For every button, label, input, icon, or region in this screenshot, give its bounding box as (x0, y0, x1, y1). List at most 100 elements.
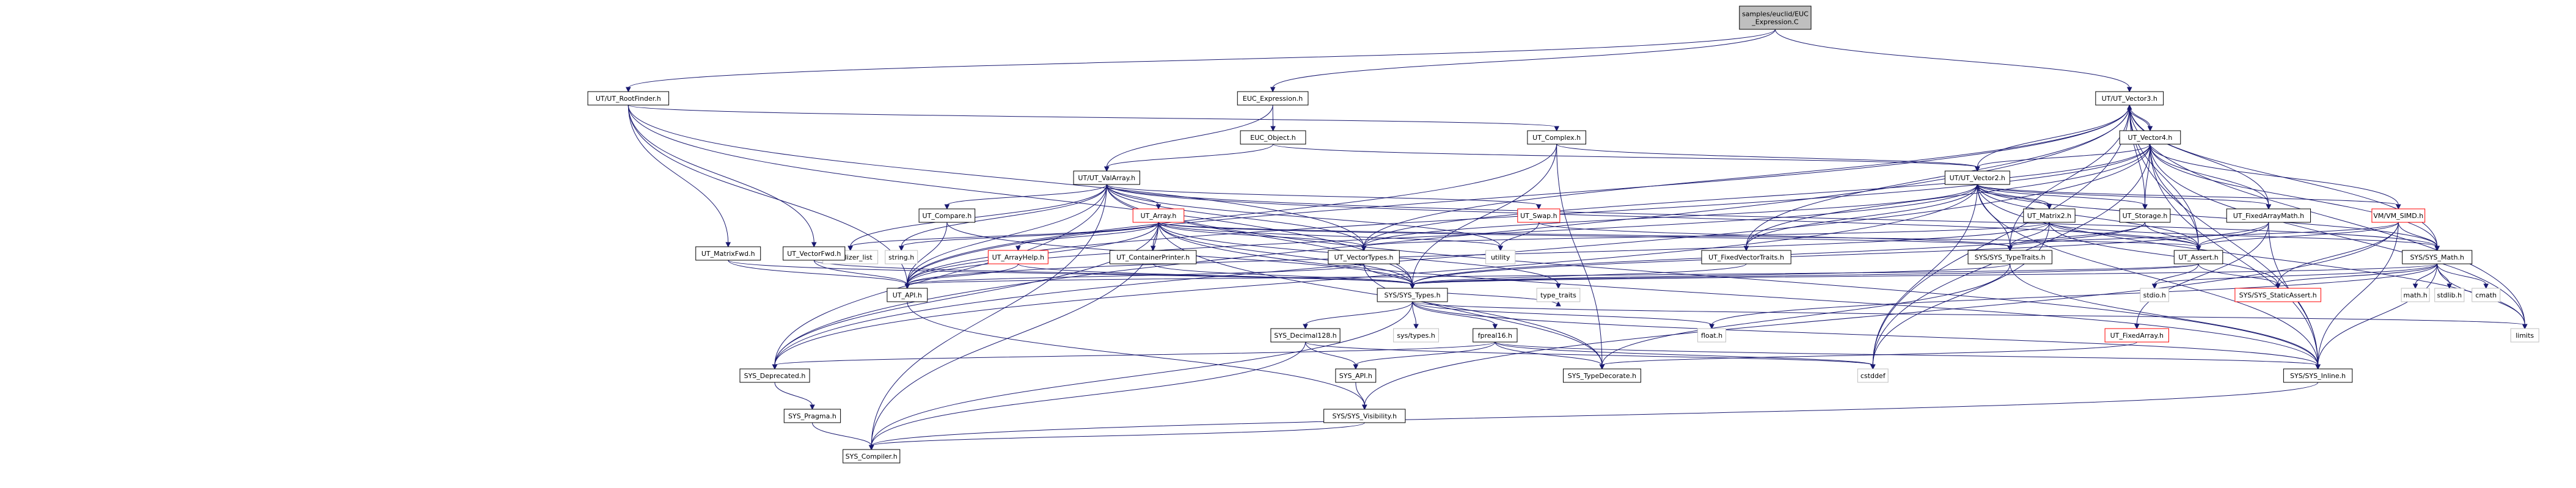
node-typedecorate[interactable]: SYS_TypeDecorate.h (1563, 368, 1641, 383)
node-typetraits[interactable]: SYS/SYS_TypeTraits.h (1967, 250, 2052, 264)
edge-fpreal16-to-deprecated (772, 341, 1496, 370)
node-compiler[interactable]: SYS_Compiler.h (843, 449, 901, 464)
node-stdlib: stdlib.h (2434, 288, 2465, 302)
node-vectortypes[interactable]: UT_VectorTypes.h (1328, 250, 1400, 264)
node-label-sysapi: SYS_API.h (1339, 372, 1372, 380)
edge-fixedarraymath-to-fixedarray (2134, 222, 2269, 330)
edge-eucexpr-to-eucobj (1270, 104, 1276, 132)
node-label-assert: UT_Assert.h (2178, 253, 2218, 261)
node-label-deprecated: SYS_Deprecated.h (744, 372, 806, 380)
node-fixedarraymath[interactable]: UT_FixedArrayMath.h (2226, 208, 2311, 223)
node-label-stdio: stdio.h (2143, 291, 2166, 299)
node-vec3[interactable]: UT/UT_Vector3.h (2095, 91, 2164, 106)
edge-fpreal16-to-sysinline (1495, 341, 2321, 370)
edge-vec2-to-fixedvectortraits (1743, 184, 1978, 252)
node-mathh: math.h (2401, 288, 2430, 302)
node-cmath: cmath (2472, 288, 2501, 302)
node-visibility[interactable]: SYS/SYS_Visibility.h (1323, 409, 1406, 423)
node-matrixfwd[interactable]: UT_MatrixFwd.h (695, 246, 761, 261)
node-decimal128[interactable]: SYS_Decimal128.h (1270, 328, 1341, 343)
node-label-systypes: SYS/SYS_Types.h (1385, 291, 1441, 299)
node-label-vec4: UT_Vector4.h (2128, 134, 2173, 142)
edge-vec3-to-fixedvectortraits (1743, 104, 2130, 252)
edge-vectorfwd-to-utapi (813, 260, 910, 290)
node-label-root-0: samples/euclid/EUC (1742, 10, 1809, 18)
edge-deprecated-to-pragma (774, 382, 815, 410)
node-array[interactable]: UT_Array.h (1132, 208, 1185, 223)
edge-vmsimd-to-sysmath (2398, 222, 2440, 252)
node-containerprinter[interactable]: UT_ContainerPrinter.h (1109, 250, 1197, 264)
node-label-cstddef: cstddef (1861, 372, 1886, 380)
node-systypesh: sys/types.h (1393, 328, 1440, 343)
edge-matrixfwd-to-utapi (728, 260, 910, 290)
node-vectorfwd[interactable]: UT_VectorFwd.h (783, 246, 846, 261)
edge-vec4-to-vmsimd (2150, 144, 2401, 210)
node-eucobj[interactable]: EUC_Object.h (1240, 130, 1306, 145)
edge-rootfinder-to-vectorfwd (628, 104, 817, 248)
node-label-valarray: UT/UT_ValArray.h (1078, 174, 1135, 182)
node-utapi[interactable]: UT_API.h (887, 288, 928, 302)
edge-vec3-to-vec2 (1974, 104, 2130, 172)
edge-vec3-to-utapi (904, 104, 2130, 290)
edge-vmsimd-to-sysinline (2315, 222, 2399, 370)
node-staticassert[interactable]: SYS/SYS_StaticAssert.h (2234, 288, 2321, 302)
edge-eucobj-to-valarray (1103, 144, 1274, 172)
node-complex[interactable]: UT_Complex.h (1527, 130, 1586, 145)
node-deprecated[interactable]: SYS_Deprecated.h (739, 368, 810, 383)
edge-vmsimd-to-assert (2195, 222, 2399, 252)
node-vec4[interactable]: UT_Vector4.h (2119, 130, 2181, 145)
node-label-staticassert: SYS/SYS_StaticAssert.h (2239, 291, 2317, 299)
node-label-fixedarraymath: UT_FixedArrayMath.h (2233, 212, 2304, 220)
node-matrix2[interactable]: UT_Matrix2.h (2023, 208, 2076, 223)
node-swap[interactable]: UT_Swap.h (1517, 208, 1561, 223)
node-fpreal16[interactable]: fpreal16.h (1473, 328, 1518, 343)
edge-sysmath-to-mathh (2412, 263, 2438, 290)
edge-systypes-to-systypesh (1412, 301, 1419, 330)
node-label-typedecorate: SYS_TypeDecorate.h (1568, 372, 1636, 380)
node-label-array: UT_Array.h (1141, 212, 1177, 220)
edge-vec3-to-cstddef (1870, 104, 2130, 370)
node-label-compiler: SYS_Compiler.h (846, 453, 898, 461)
node-vmsimd[interactable]: VM/VM_SIMD.h (2371, 208, 2426, 223)
edge-decimal128-to-cstddef (1305, 341, 1876, 370)
edge-vec3-to-sysmath (2129, 104, 2440, 252)
node-root: samples/euclid/EUC_Expression.C (1739, 5, 1812, 30)
edge-valarray-to-compare (944, 184, 1107, 210)
edge-assert-to-staticassert (2198, 263, 2281, 290)
edge-fpreal16-to-sysapi (1353, 341, 1496, 370)
node-label-arrayhelp: UT_ArrayHelp.h (992, 253, 1044, 261)
edge-root-to-vec3 (1774, 29, 2132, 93)
node-label-type_traits: type_traits (1540, 291, 1576, 299)
edge-matrix2-to-cstddef (1870, 222, 2050, 370)
edge-systypes-to-decimal128 (1303, 301, 1413, 330)
node-label-storage: UT_Storage.h (2123, 212, 2168, 220)
node-assert[interactable]: UT_Assert.h (2173, 250, 2223, 264)
edge-vectorfwd-to-systypes (813, 260, 1415, 290)
node-label-fixedarray: UT_FixedArray.h (2110, 332, 2164, 340)
node-fixedarray[interactable]: UT_FixedArray.h (2104, 328, 2169, 343)
node-compare[interactable]: UT_Compare.h (918, 208, 976, 223)
edge-sysmath-to-stdlib (2437, 263, 2453, 290)
node-float: float.h (1697, 328, 1727, 343)
node-sysinline[interactable]: SYS/SYS_Inline.h (2283, 368, 2353, 383)
node-systypes[interactable]: SYS/SYS_Types.h (1377, 288, 1448, 302)
edge-vec4-to-vec3 (2126, 104, 2151, 131)
node-rootfinder[interactable]: UT/UT_RootFinder.h (587, 91, 670, 106)
node-label-utapi: UT_API.h (893, 291, 922, 299)
node-storage[interactable]: UT_Storage.h (2119, 208, 2171, 223)
edges-layer (625, 29, 2528, 451)
node-label-vectorfwd: UT_VectorFwd.h (787, 250, 841, 258)
node-sysmath[interactable]: SYS/SYS_Math.h (2402, 250, 2473, 264)
edge-fpreal16-to-typedecorate (1495, 341, 1605, 370)
node-fixedvectortraits[interactable]: UT_FixedVectorTraits.h (1701, 250, 1791, 264)
node-valarray[interactable]: UT/UT_ValArray.h (1073, 170, 1140, 185)
node-label-vec2: UT/UT_Vector2.h (1950, 174, 2005, 182)
node-eucexpr[interactable]: EUC_Expression.h (1237, 91, 1309, 106)
node-sysapi[interactable]: SYS_API.h (1335, 368, 1377, 383)
edge-vec2-to-fixedarraymath (1977, 184, 2272, 210)
node-arrayhelp[interactable]: UT_ArrayHelp.h (987, 250, 1048, 264)
edge-vec2-to-storage (1977, 184, 2148, 210)
node-vec2[interactable]: UT/UT_Vector2.h (1944, 170, 2010, 185)
node-pragma[interactable]: SYS_Pragma.h (783, 409, 841, 423)
